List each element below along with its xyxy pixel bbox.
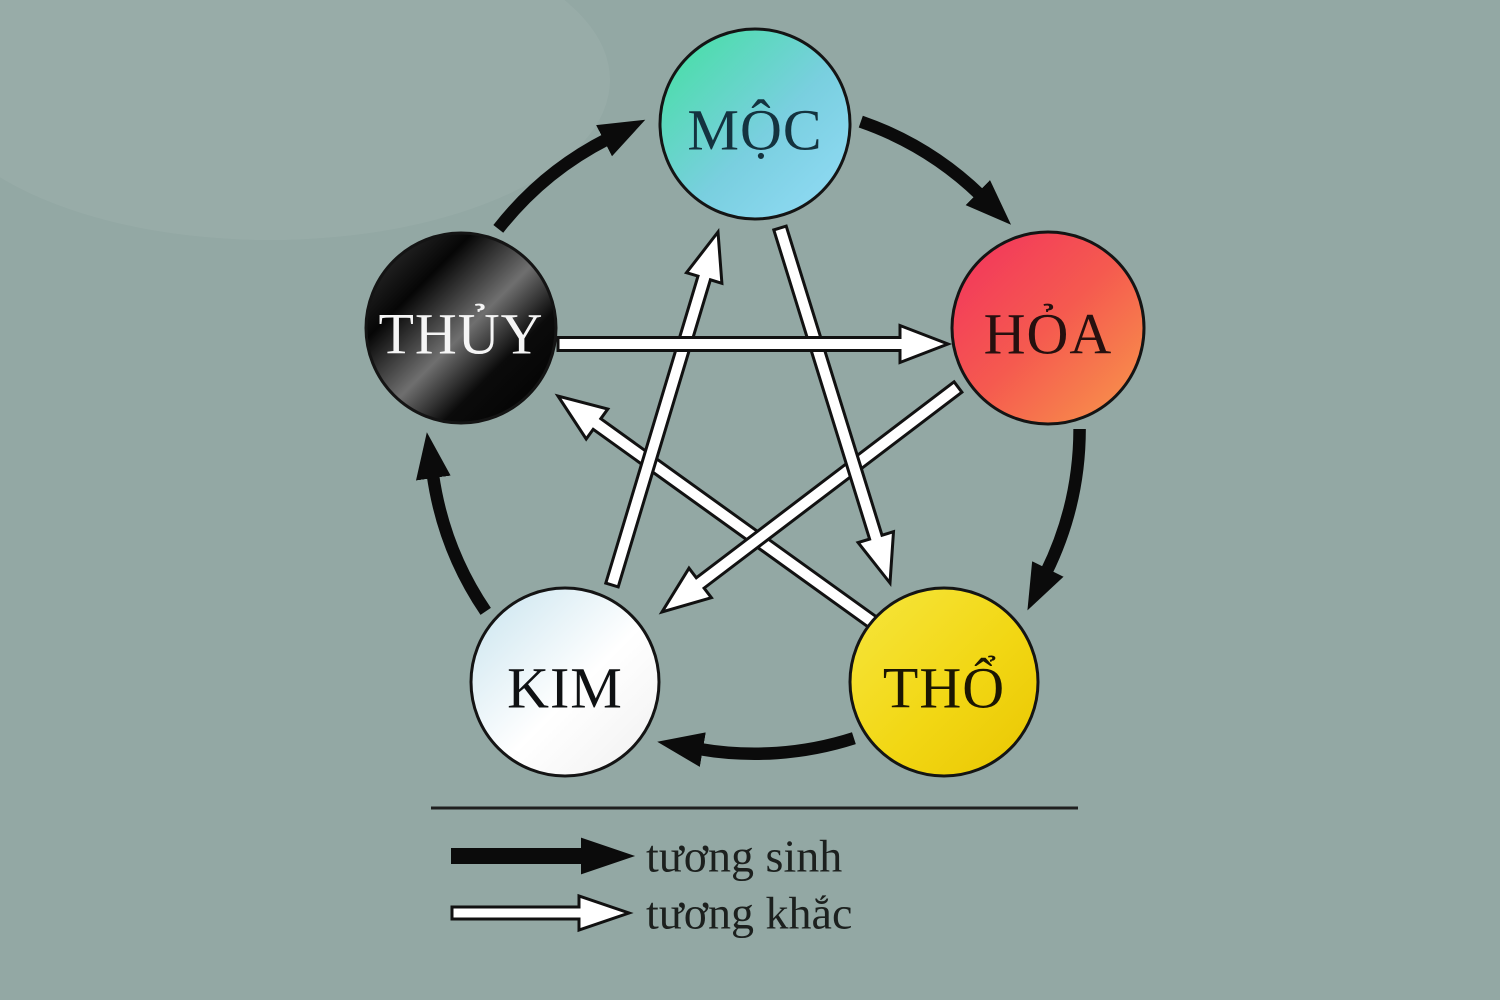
khac-arrow-tho-thuy — [554, 393, 884, 634]
node-moc-label: MỘC — [687, 98, 822, 163]
khac-arrow-moc-tho — [771, 224, 896, 587]
khac-cycle-arrows — [554, 224, 964, 634]
khac-arrow-hoa-kim — [658, 379, 964, 615]
legend: tương sinh tương khắc — [431, 806, 1078, 939]
element-nodes: MỘC HỎA THỔ KIM THỦY — [364, 27, 1146, 778]
sinh-arrow-hoa-tho — [1027, 428, 1086, 611]
khac-arrow-thuy-hoa — [556, 323, 953, 365]
khac-arrow-kim-moc — [603, 227, 724, 589]
legend-khac-arrow-icon — [450, 893, 634, 933]
node-thuy-label: THỦY — [378, 302, 543, 367]
node-thuy-circle — [364, 231, 558, 425]
node-moc-circle — [658, 27, 852, 221]
legend-sinh-arrow-icon — [451, 837, 636, 875]
node-tho-label: THỔ — [883, 656, 1005, 721]
legend-khac-label: tương khắc — [646, 888, 852, 939]
sinh-arrow-kim-thuy — [415, 432, 491, 615]
sinh-cycle-arrows — [415, 115, 1086, 767]
background-sheen — [0, 0, 610, 240]
node-hoa-circle — [950, 230, 1146, 426]
sinh-arrow-thuy-moc — [493, 119, 646, 233]
sinh-arrow-tho-kim — [657, 732, 856, 767]
node-kim-circle — [469, 586, 661, 778]
legend-sinh-label: tương sinh — [646, 831, 842, 882]
node-tho-circle — [848, 586, 1040, 778]
sinh-arrow-moc-hoa — [858, 115, 1012, 225]
node-hoa-label: HỎA — [984, 302, 1113, 367]
legend-arrow-icons — [450, 837, 636, 933]
node-kim-label: KIM — [507, 656, 623, 721]
